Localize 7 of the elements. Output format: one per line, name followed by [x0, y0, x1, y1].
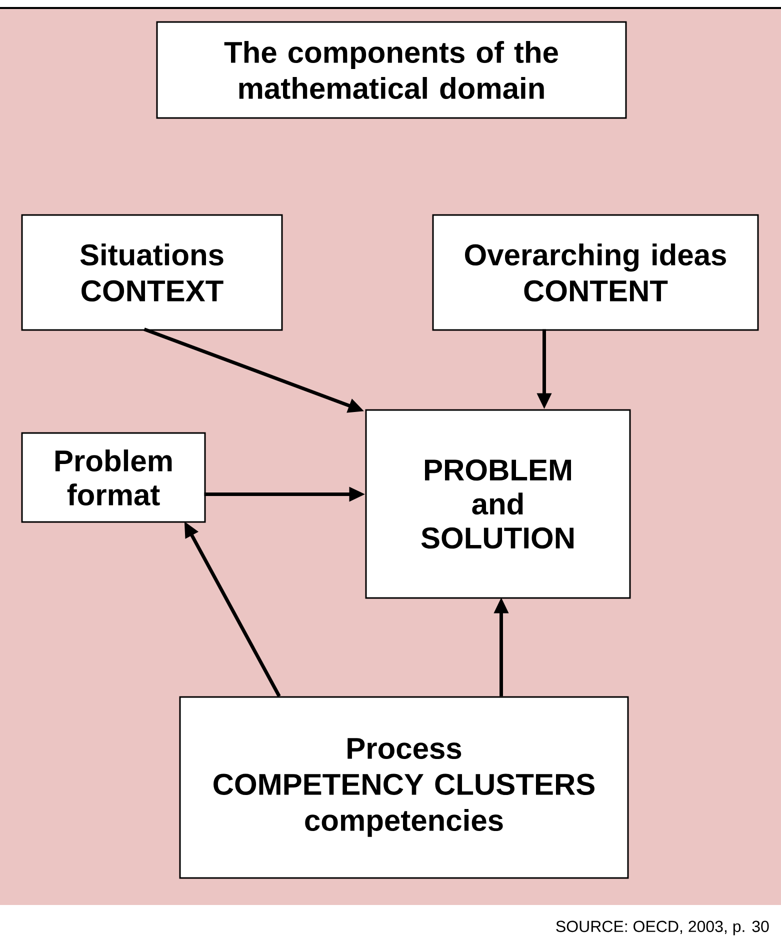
title-box: The components of the mathematical domain — [156, 21, 627, 119]
source-note: SOURCE: OECD, 2003, p. 30 — [556, 920, 769, 936]
text-box: Situations CONTEXT — [21, 214, 283, 331]
text-box: Overarching ideas CONTENT — [432, 214, 759, 331]
text-box: Problem format — [21, 432, 206, 523]
text-box: PROBLEM and SOLUTION — [365, 409, 631, 599]
text-box: Process COMPETENCY CLUSTERS competencies — [179, 696, 629, 879]
